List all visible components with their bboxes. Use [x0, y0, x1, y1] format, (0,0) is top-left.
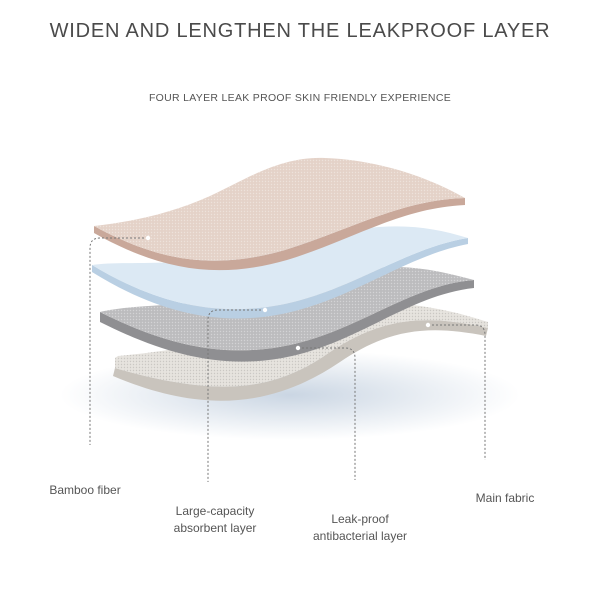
label-main-fabric: Main fabric — [450, 490, 560, 507]
label-absorbent-layer: Large-capacity absorbent layer — [150, 503, 280, 537]
anchor-dots — [145, 235, 431, 351]
anchor-dot-main — [425, 322, 431, 328]
label-leak-proof-layer: Leak-proof antibacterial layer — [295, 511, 425, 545]
label-line: Main fabric — [475, 491, 535, 505]
label-line: Bamboo fiber — [49, 483, 121, 497]
label-line: Leak-proof — [331, 512, 389, 526]
page-subtitle: FOUR LAYER LEAK PROOF SKIN FRIENDLY EXPE… — [148, 92, 452, 104]
label-bamboo-fiber: Bamboo fiber — [30, 482, 140, 499]
label-line: Large-capacity — [175, 504, 255, 518]
label-line: absorbent layer — [173, 521, 257, 535]
page-title: WIDEN AND LENGTHEN THE LEAKPROOF LAYER — [49, 20, 551, 42]
anchor-dot-bamboo — [145, 235, 151, 241]
layer-absorbent — [92, 226, 468, 319]
anchor-dot-leak — [295, 345, 301, 351]
layer-bamboo-fiber — [94, 157, 465, 271]
label-line: antibacterial layer — [312, 529, 408, 543]
leader-line-bamboo — [89, 237, 148, 445]
anchor-dot-absorbent — [262, 307, 268, 313]
leader-lines — [89, 237, 486, 482]
